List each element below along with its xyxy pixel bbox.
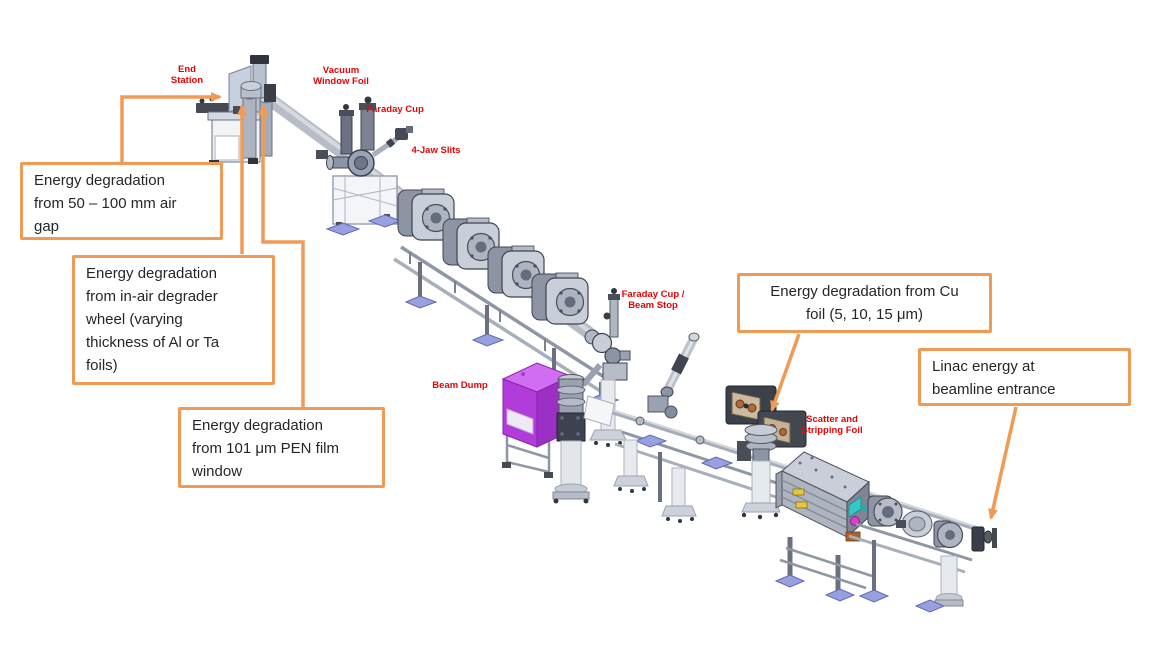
callout-connectors: [120, 92, 1018, 520]
scatter-foil-model: [737, 424, 781, 520]
faraday-cup-station-model: [316, 96, 413, 236]
label-end-station: End Station: [170, 64, 204, 86]
label-vacuum-window-foil: Vacuum Window Foil: [313, 65, 369, 87]
beam-dump-model: [501, 362, 590, 504]
connector-linac: [988, 406, 1018, 520]
quadrupole-train-model: [393, 188, 620, 407]
label-4-jaw-slits: 4-Jaw Slits: [411, 145, 461, 156]
callout-air-gap: Energy degradation from 50 – 100 mm air …: [20, 162, 223, 240]
label-faraday-cup-beam-stop: Faraday Cup / Beam Stop: [621, 289, 685, 311]
callout-cu-foil: Energy degradation from Cu foil (5, 10, …: [737, 273, 992, 333]
connector-pen-film: [258, 104, 305, 407]
callout-linac-energy: Linac energy at beamline entrance: [918, 348, 1131, 406]
callout-degrader-wheel: Energy degradation from in-air degrader …: [72, 255, 275, 385]
callout-pen-film-window: Energy degradation from 101 μm PEN film …: [178, 407, 385, 488]
label-faraday-cup: Faraday Cup: [366, 104, 424, 115]
connector-air-gap: [120, 92, 222, 162]
final-section-model: [848, 495, 997, 613]
bending-magnet-model: [774, 451, 873, 602]
label-scatter-stripping-foil: Scatter and Stripping Foil: [801, 414, 863, 436]
label-beam-dump: Beam Dump: [432, 380, 488, 391]
connector-cu-foil: [770, 333, 801, 412]
